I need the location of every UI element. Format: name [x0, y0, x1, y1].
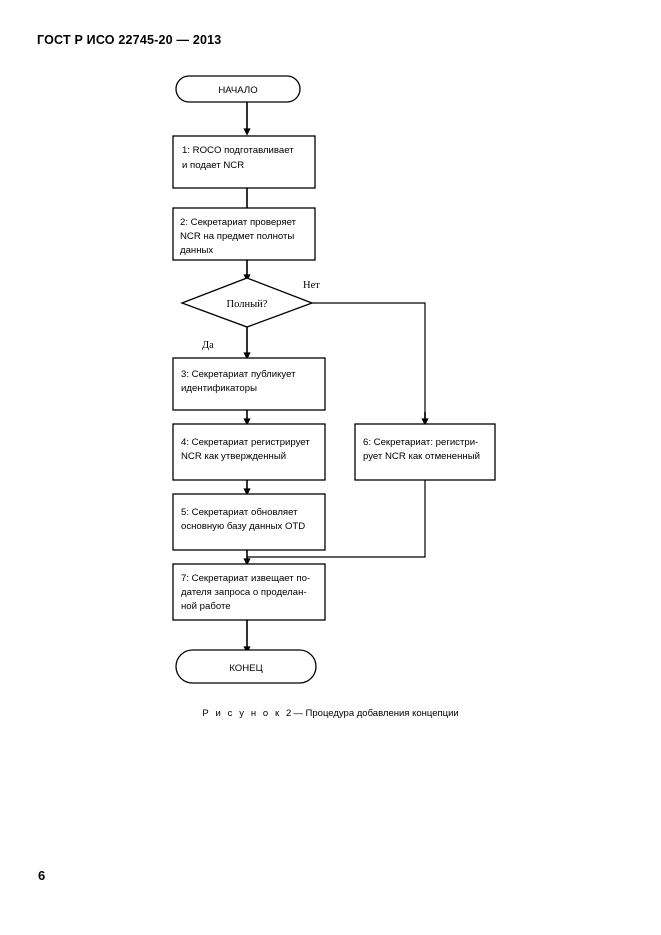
decision-branch-yes-label: Да — [202, 340, 214, 351]
figure-caption-lead: Р и с у н о к 2 — [202, 708, 294, 719]
step3-box-shape — [172, 357, 326, 411]
end-terminator-shape — [175, 649, 317, 684]
node-decision: Полный? Нет Да — [180, 277, 320, 351]
node-step1: 1: ROCO подготавливает и подает NCR — [172, 135, 316, 189]
step2-line-2: NCR на предмет полноты — [180, 231, 294, 242]
step2-line-3: данных — [180, 245, 213, 256]
node-step5: 5: Секретариат обновляет основную базу д… — [172, 493, 326, 551]
step4-line-1: 4: Секретариат регистрирует — [181, 437, 310, 448]
decision-branch-no-label: Нет — [303, 280, 320, 291]
node-end: КОНЕЦ — [175, 649, 317, 684]
step7-line-1: 7: Секретариат извещает по- — [181, 573, 310, 584]
step3-line-2: идентификаторы — [181, 383, 257, 394]
step1-box-shape — [172, 135, 316, 189]
step4-box-shape — [172, 423, 326, 481]
node-step6: 6: Секретариат: регистри- рует NCR как о… — [354, 423, 496, 481]
end-label: КОНЕЦ — [229, 663, 262, 674]
figure-caption: Р и с у н о к 2— Процедура добавления ко… — [0, 708, 661, 719]
step7-line-2: дателя запроса о проделан- — [181, 587, 307, 598]
standard-header: ГОСТ Р ИСО 22745-20 — 2013 — [37, 33, 222, 47]
figure-flowchart: НАЧАЛО 1: ROCO подготавливает и подает N… — [0, 60, 661, 700]
step5-line-1: 5: Секретариат обновляет — [181, 507, 298, 518]
node-start: НАЧАЛО — [175, 75, 301, 103]
step5-line-2: основную базу данных OTD — [181, 521, 305, 532]
step1-line-1: 1: ROCO подготавливает — [182, 145, 294, 156]
step7-line-3: ной работе — [181, 601, 231, 612]
figure-caption-dash: — — [293, 708, 303, 719]
connector-step6-merge — [247, 480, 426, 558]
connector-decision-no-path — [312, 302, 426, 418]
decision-diamond-shape — [180, 277, 314, 328]
step1-line-2: и подает NCR — [182, 160, 244, 171]
page-number: 6 — [38, 868, 46, 883]
start-terminator-shape — [175, 75, 301, 103]
node-step7: 7: Секретариат извещает по- дателя запро… — [172, 563, 326, 621]
figure-caption-title: Процедура добавления концепции — [305, 708, 459, 719]
step6-line-2: рует NCR как отмененный — [363, 451, 480, 462]
step5-box-shape — [172, 493, 326, 551]
start-label: НАЧАЛО — [218, 85, 257, 96]
step7-box-shape — [172, 563, 326, 621]
decision-label: Полный? — [227, 299, 268, 310]
node-step2: 2: Секретариат проверяет NCR на предмет … — [172, 207, 316, 261]
node-step3: 3: Секретариат публикует идентификаторы — [172, 357, 326, 411]
step4-line-2: NCR как утвержденный — [181, 451, 286, 462]
step3-line-1: 3: Секретариат публикует — [181, 369, 296, 380]
flowchart-svg: НАЧАЛО 1: ROCO подготавливает и подает N… — [172, 75, 496, 684]
step6-box-shape — [354, 423, 496, 481]
step2-box-shape — [172, 207, 316, 261]
node-step4: 4: Секретариат регистрирует NCR как утве… — [172, 423, 326, 481]
step2-line-1: 2: Секретариат проверяет — [180, 217, 297, 228]
step6-line-1: 6: Секретариат: регистри- — [363, 437, 478, 448]
